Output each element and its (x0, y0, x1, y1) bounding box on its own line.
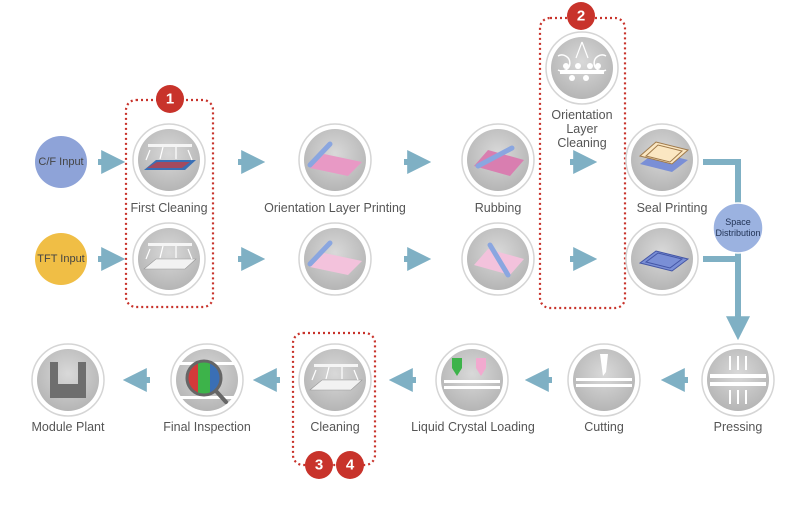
rubbing-cf-icon (461, 123, 535, 197)
pressing-icon (701, 343, 775, 417)
cf-input-circle (35, 136, 87, 188)
cleaning-label: Cleaning (310, 420, 360, 434)
rubbing-label: Rubbing (474, 201, 522, 215)
badge-4-number: 4 (345, 456, 355, 474)
first-cleaning-tft-icon (132, 222, 206, 296)
highlight-box-1 (124, 98, 215, 309)
final-inspection-label: Final Inspection (163, 420, 251, 434)
badge-2 (567, 2, 595, 30)
first-cleaning-cf-icon (132, 123, 206, 197)
highlight-box-2 (538, 16, 627, 310)
space-distribution-line-2: Distribution (715, 228, 761, 238)
badge-1 (156, 85, 184, 113)
orientation-printing-cf-icon (298, 123, 372, 197)
orientation-layer-printing-label: Orientation Layer Printing (264, 201, 406, 215)
badge-2-number: 2 (576, 7, 586, 25)
tft-input-label: TFT Input (37, 253, 85, 265)
badge-3-number: 3 (314, 456, 324, 474)
orientation-layer-cleaning-label: Orientation Layer Cleaning (551, 108, 612, 150)
seal-printing-label: Seal Printing (636, 201, 708, 215)
badge-4 (336, 451, 364, 479)
space-distribution-line-1: Space (725, 217, 751, 227)
rubbing-tft-icon (461, 222, 535, 296)
seal-printing-tft-icon (625, 222, 699, 296)
pressing-label: Pressing (713, 420, 763, 434)
step-icons (31, 31, 775, 417)
seal-printing-cf-icon (625, 123, 699, 197)
orientation-cleaning-icon (545, 31, 619, 105)
cf-input-label: C/F Input (38, 156, 84, 168)
flow-arrows (98, 150, 750, 392)
olc-line-3: Cleaning (557, 136, 607, 150)
highlight-box-3-4 (291, 331, 377, 467)
badge-3 (305, 451, 333, 479)
space-distribution-label: Space Distribution (715, 217, 760, 239)
olc-line-1: Orientation (551, 108, 613, 122)
tft-input-circle (35, 233, 87, 285)
module-plant-label: Module Plant (31, 420, 105, 434)
cutting-icon (567, 343, 641, 417)
cutting-label: Cutting (584, 420, 624, 434)
cleaning-icon (298, 343, 372, 417)
first-cleaning-label: First Cleaning (130, 201, 208, 215)
badge-1-number: 1 (165, 90, 175, 108)
space-distribution-circle (712, 202, 764, 254)
final-inspection-icon (170, 343, 244, 417)
orientation-printing-tft-icon (298, 222, 372, 296)
module-plant-icon (31, 343, 105, 417)
liquid-crystal-loading-icon (435, 343, 509, 417)
olc-line-2: Layer (566, 122, 598, 136)
liquid-crystal-loading-label: Liquid Crystal Loading (411, 420, 535, 434)
